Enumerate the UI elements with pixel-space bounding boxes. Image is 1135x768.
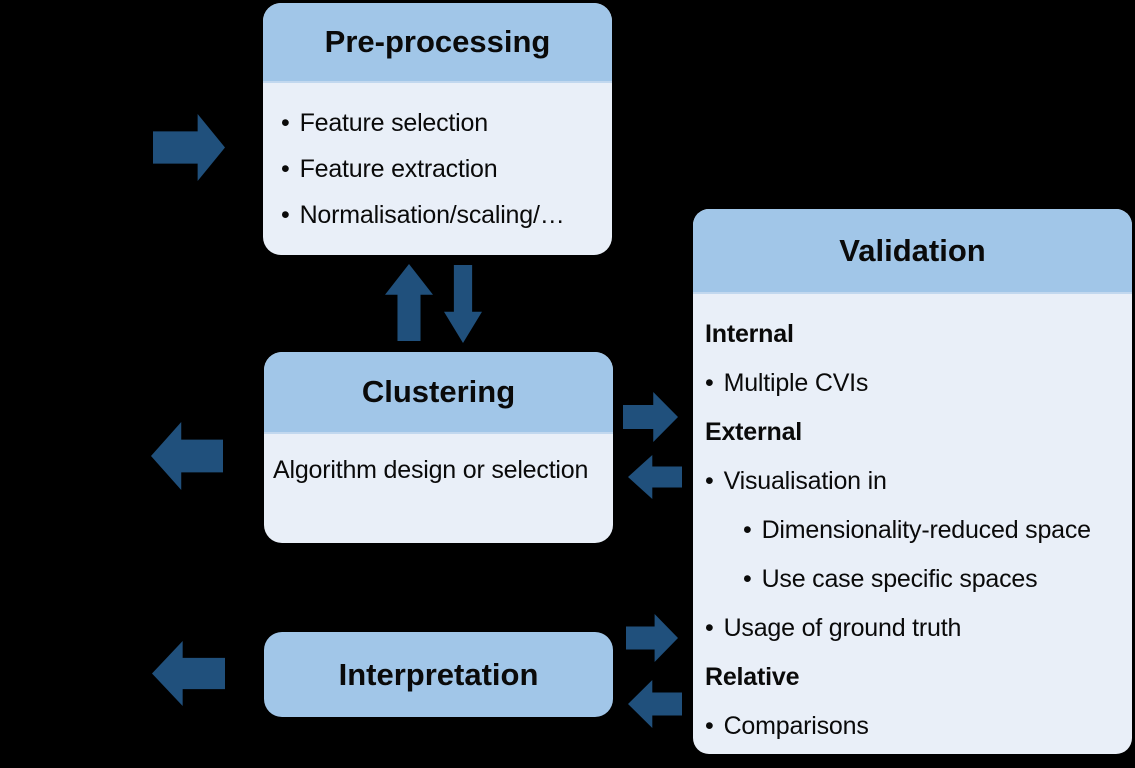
list-item: • Feature extraction xyxy=(281,146,604,192)
validation-heading: External xyxy=(705,418,803,446)
interpretation-out-left-arrow-icon xyxy=(152,641,225,706)
validation-title: Validation xyxy=(839,232,986,268)
validation-header: Validation xyxy=(693,209,1132,294)
bullet-marker: • xyxy=(281,201,290,229)
list-item: • Normalisation/scaling/… xyxy=(281,192,604,238)
validation-box: Validation Internal • Multiple CVIs Exte… xyxy=(693,209,1132,754)
list-item-label: Feature selection xyxy=(299,109,489,137)
list-item-label: Use case specific spaces xyxy=(761,565,1038,593)
clustering-to-preprocessing-up-arrow-icon xyxy=(385,264,433,341)
list-item: • Multiple CVIs xyxy=(705,359,1126,408)
list-item: • Feature selection xyxy=(281,100,604,146)
validation-heading: Relative xyxy=(705,663,800,691)
clustering-out-left-arrow-icon xyxy=(151,422,223,490)
interpretation-title: Interpretation xyxy=(338,656,539,692)
clustering-title: Clustering xyxy=(361,374,516,409)
preprocessing-title: Pre-processing xyxy=(324,24,551,59)
clustering-body: Algorithm design or selection xyxy=(264,434,613,492)
clustering-body-text: Algorithm design or selection xyxy=(273,456,589,484)
list-item-label: Multiple CVIs xyxy=(723,369,869,397)
list-sub-item: • Dimensionality-reduced space xyxy=(743,506,1126,555)
preprocessing-header: Pre-processing xyxy=(263,3,612,83)
list-item-label: Visualisation in xyxy=(723,467,887,495)
bullet-marker: • xyxy=(281,155,290,183)
preprocessing-to-clustering-down-arrow-icon xyxy=(444,265,482,343)
clustering-box: Clustering Algorithm design or selection xyxy=(264,352,613,543)
validation-body: Internal • Multiple CVIs External • Visu… xyxy=(693,294,1132,751)
list-item-label: Normalisation/scaling/… xyxy=(299,201,565,229)
bullet-marker: • xyxy=(705,369,714,397)
interpretation-box: Interpretation xyxy=(264,632,613,717)
list-item: • Comparisons xyxy=(705,702,1126,751)
bullet-marker: • xyxy=(705,467,714,495)
validation-to-clustering-arrow-icon xyxy=(628,455,682,499)
list-item-label: Feature extraction xyxy=(299,155,498,183)
interpretation-to-validation-arrow-icon xyxy=(626,614,678,662)
list-item-label: Comparisons xyxy=(723,712,869,740)
clustering-header: Clustering xyxy=(264,352,613,434)
validation-heading: Internal xyxy=(705,320,794,348)
clustering-to-validation-arrow-icon xyxy=(623,392,678,442)
bullet-marker: • xyxy=(281,109,290,137)
list-item: • Usage of ground truth xyxy=(705,604,1126,653)
bullet-marker: • xyxy=(705,614,714,642)
validation-to-interpretation-arrow-icon xyxy=(628,680,682,728)
bullet-marker: • xyxy=(743,516,752,544)
preprocessing-body: • Feature selection • Feature extraction… xyxy=(263,83,612,238)
list-item-label: Dimensionality-reduced space xyxy=(761,516,1091,544)
bullet-marker: • xyxy=(705,712,714,740)
list-item: • Visualisation in xyxy=(705,457,1126,506)
list-sub-item: • Use case specific spaces xyxy=(743,555,1126,604)
bullet-marker: • xyxy=(743,565,752,593)
list-item-label: Usage of ground truth xyxy=(723,614,962,642)
preprocessing-box: Pre-processing • Feature selection • Fea… xyxy=(263,3,612,255)
flow-in-arrow-icon xyxy=(153,114,225,181)
